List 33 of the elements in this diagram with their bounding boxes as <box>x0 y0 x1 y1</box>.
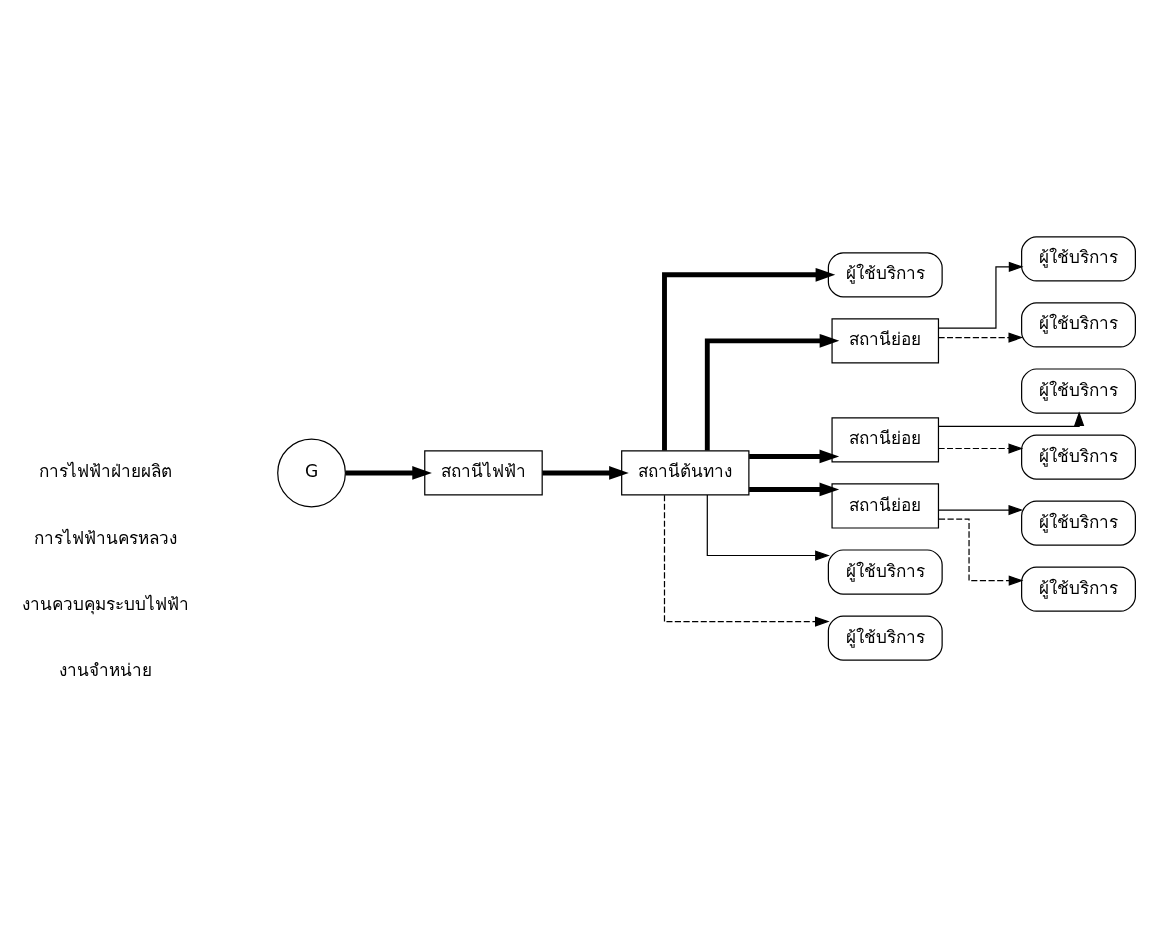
node-box: ผู้ใช้บริการ <box>827 251 943 297</box>
arrow <box>938 331 1024 343</box>
node-box: สถานีย่อย <box>831 416 940 463</box>
label: การไฟฟ้าฝ่ายผลิต <box>39 460 173 481</box>
arrow <box>938 442 1024 454</box>
arrow <box>704 333 840 451</box>
node-box: สถานีย่อย <box>831 482 940 529</box>
arrow <box>938 410 1085 427</box>
node-box: ผู้ใช้บริการ <box>827 548 943 595</box>
node-box: ผู้ใช้บริการ <box>1021 433 1136 480</box>
node-box: สถานีต้นทาง <box>621 449 750 496</box>
label: งานควบคุมระบบไฟฟ้า <box>22 593 190 614</box>
label: การไฟฟ้านครหลวง <box>34 527 178 548</box>
arrow <box>938 504 1024 515</box>
arrow <box>706 493 830 561</box>
arrow <box>938 261 1024 329</box>
node-box: ผู้ใช้บริการ <box>1021 367 1136 414</box>
label: งานจำหน่าย <box>59 659 153 680</box>
arrow <box>662 267 836 451</box>
node-box: สถานีไฟฟ้า <box>424 449 543 496</box>
node-box: ผู้ใช้บริการ <box>1021 499 1136 546</box>
arrow <box>345 465 432 480</box>
node-box: สถานีย่อย <box>831 317 940 363</box>
arrow <box>663 494 830 627</box>
arrow <box>938 517 1024 586</box>
arrow <box>542 465 629 480</box>
node-box: ผู้ใช้บริการ <box>1021 235 1136 282</box>
node-box: ผู้ใช้บริการ <box>827 614 943 661</box>
node-box: ผู้ใช้บริการ <box>1021 301 1136 348</box>
arrow <box>749 449 840 463</box>
node-box: ผู้ใช้บริการ <box>1021 566 1136 612</box>
node-circle: G <box>277 438 346 507</box>
arrow <box>749 482 840 496</box>
